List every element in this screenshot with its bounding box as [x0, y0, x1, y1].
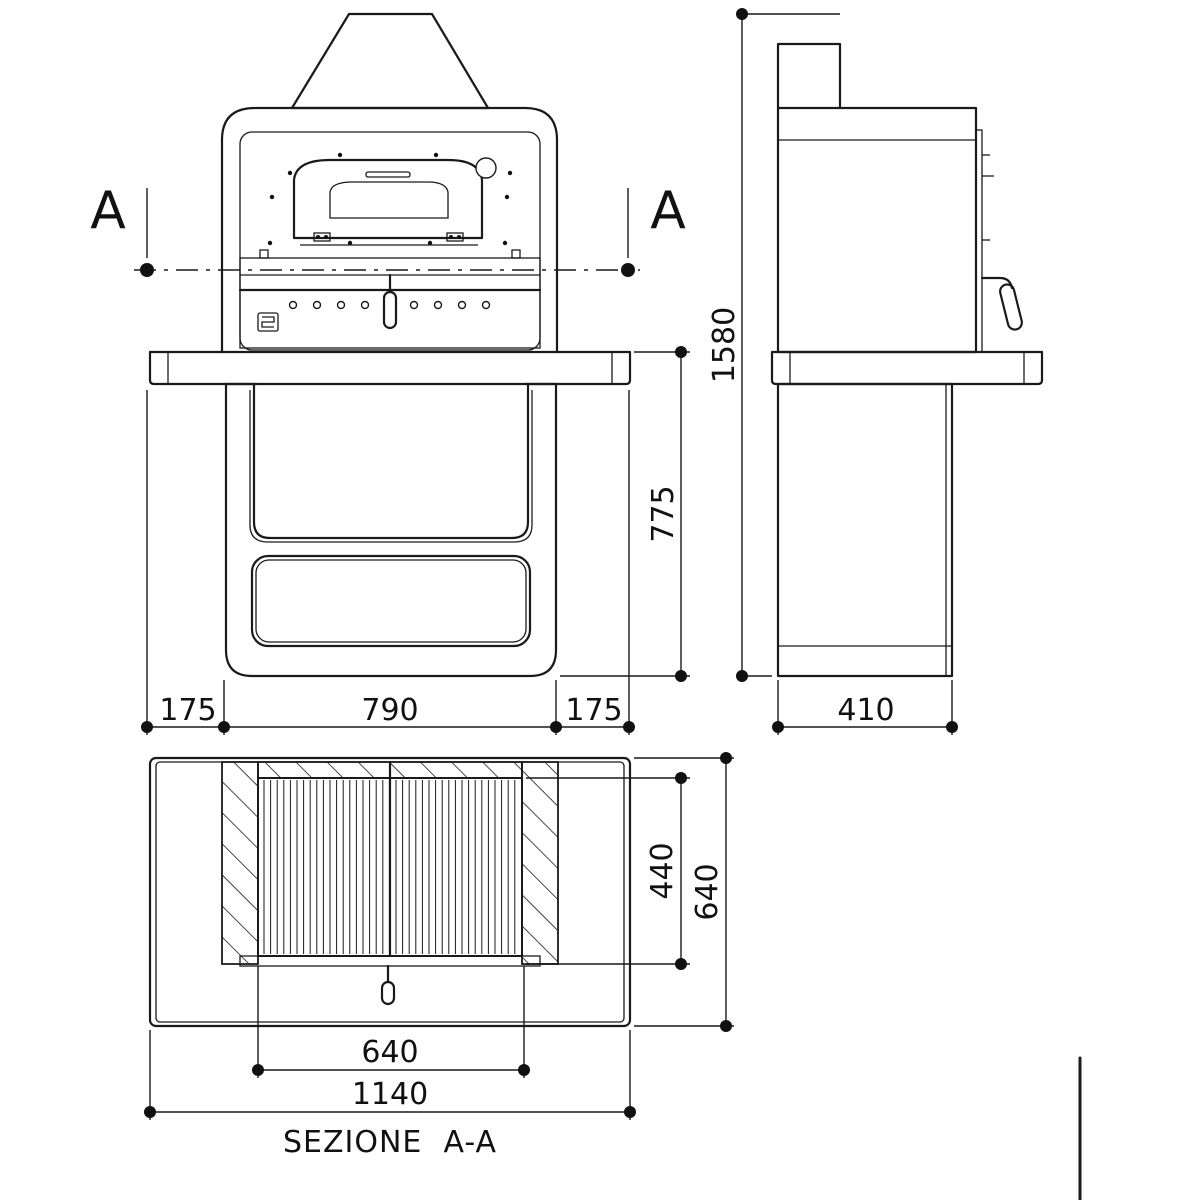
dim-front-left-margin: 175: [159, 693, 216, 728]
section-right-wall: [521, 761, 559, 965]
dim-section-inner-width: 640: [361, 1035, 418, 1070]
section-marker-right: A: [650, 181, 686, 241]
dim-section-outer-width: 1140: [352, 1077, 428, 1112]
section-handle: [380, 980, 396, 1006]
front-oven-body: [220, 106, 559, 354]
grill-grate-bars: [263, 780, 516, 954]
front-base-lower-opening: [250, 554, 532, 648]
door-hinges: [313, 232, 464, 242]
dim-front-right-margin: 175: [565, 693, 622, 728]
side-base: [776, 382, 954, 678]
front-chimney-hood: [290, 12, 490, 110]
section-marker-left: A: [90, 181, 126, 241]
section-left-wall: [221, 761, 259, 965]
section-outer-top: [148, 756, 632, 1028]
front-dimensions: 175 790 175 775: [141, 346, 690, 735]
dim-section-outer-depth: 640: [690, 863, 725, 920]
oven-door-window: [329, 181, 449, 219]
section-view: [148, 756, 632, 1028]
front-view: [148, 12, 632, 678]
front-base-upper-opening: [252, 382, 530, 540]
front-base-frame: [224, 382, 558, 678]
oven-door-handle: [365, 171, 411, 178]
side-dimensions: 1580 410: [707, 8, 958, 735]
dim-side-depth: 410: [837, 693, 894, 728]
dim-front-base-width: 790: [361, 693, 418, 728]
side-handle-stem: [980, 276, 1014, 290]
front-countertop: [148, 350, 632, 386]
brand-logo-icon: [257, 312, 279, 332]
grill-handle-grip: [382, 290, 398, 330]
front-oven-face: [239, 131, 541, 351]
section-caption: SEZIONE A-A: [283, 1125, 497, 1160]
side-view: [770, 42, 1044, 678]
side-countertop: [770, 350, 1044, 386]
grill-panel: [239, 257, 541, 349]
side-oven-body: [776, 106, 978, 354]
section-dimensions: 440 640 640 1140: [144, 752, 734, 1120]
dim-total-height: 1580: [707, 307, 742, 383]
side-handle-grip: [999, 283, 1023, 331]
section-rear-strip: [257, 761, 523, 779]
thermometer-gauge: [475, 157, 497, 179]
front-vent-holes: [288, 300, 491, 310]
front-rivets: [267, 152, 513, 246]
section-line-aa: A A: [90, 181, 686, 277]
dim-front-base-height: 775: [646, 485, 681, 542]
dim-section-inner-depth: 440: [645, 842, 680, 899]
side-chimney: [776, 42, 842, 110]
